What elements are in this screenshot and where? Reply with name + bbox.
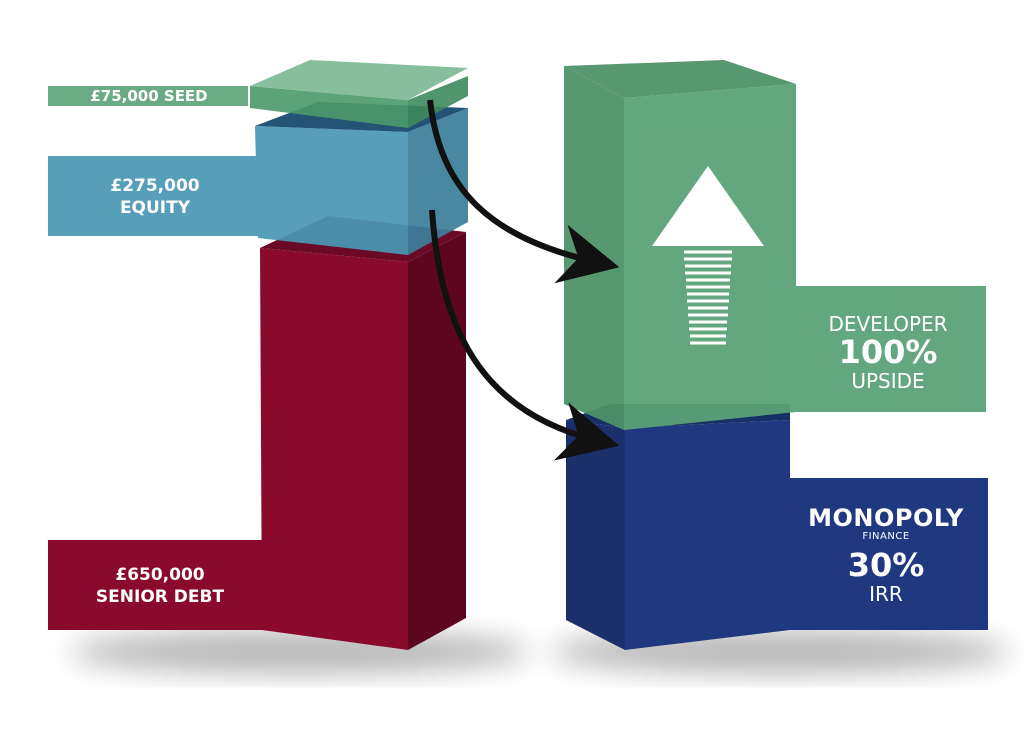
senior-debt-banner (48, 540, 278, 630)
seed-label: £75,000 SEED (90, 87, 208, 105)
seed-side (408, 76, 468, 128)
lender-irr: IRR (869, 582, 903, 606)
lender-label: MONOPOLY FINANCE 30% IRR (796, 505, 976, 605)
monopoly-logo-sub: FINANCE (862, 531, 910, 542)
lender-banner (770, 478, 988, 630)
upside-arrow-icon (652, 166, 764, 345)
senior-debt-front (260, 248, 408, 650)
equity-to-lender-arrow (429, 209, 620, 461)
equity-word: EQUITY (119, 198, 191, 218)
seed-to-developer-arrow (427, 99, 620, 284)
lender-percent: 30% (847, 546, 925, 584)
lender-front (566, 420, 625, 650)
seed-top (250, 60, 468, 100)
equity-banner (48, 156, 258, 236)
equity-amount: £275,000 (110, 176, 200, 196)
developer-percent: 100% (838, 333, 938, 371)
equity-side (408, 108, 468, 255)
seed-banner (48, 86, 248, 106)
senior-debt-word: SENIOR DEBT (95, 587, 225, 607)
developer-side (564, 66, 624, 430)
left-stack-shadow (70, 630, 530, 674)
senior-debt-amount: £650,000 (115, 565, 205, 585)
developer-top (564, 60, 796, 98)
lender-block (566, 404, 988, 650)
monopoly-logo: MONOPOLY (808, 504, 964, 532)
equity-label: £275,000 EQUITY (60, 175, 250, 219)
developer-front (624, 84, 796, 430)
developer-banner (780, 286, 986, 412)
lender-main (625, 420, 790, 650)
senior-debt-label: £650,000 SENIOR DEBT (55, 564, 265, 608)
developer-upside: UPSIDE (851, 369, 925, 393)
developer-block (564, 60, 986, 430)
seed-block (48, 60, 468, 128)
developer-title: DEVELOPER (828, 312, 948, 336)
developer-label: DEVELOPER 100% UPSIDE (800, 312, 976, 394)
equity-front (255, 126, 408, 255)
senior-debt-side (408, 232, 466, 650)
